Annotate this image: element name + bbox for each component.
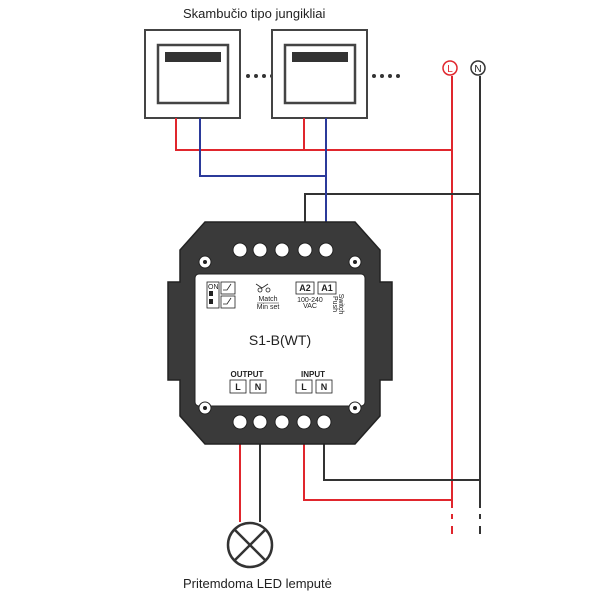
svg-text:VAC: VAC — [303, 303, 317, 310]
controller-device: ON Match Min set A2 A1 100-240 VAC Push … — [167, 221, 393, 445]
switch-wire — [199, 118, 327, 236]
svg-text:N: N — [321, 382, 328, 392]
live-wire — [175, 76, 453, 534]
svg-text:N: N — [255, 382, 262, 392]
svg-text:INPUT: INPUT — [301, 370, 325, 379]
svg-text:Min set: Min set — [257, 304, 280, 311]
svg-text:OUTPUT: OUTPUT — [231, 370, 264, 379]
lamp-icon — [226, 521, 274, 569]
switches-caption: Skambučio tipo jungikliai — [183, 6, 325, 21]
neutral-line-symbol: N — [470, 60, 486, 76]
svg-text:Switch: Switch — [337, 294, 344, 315]
a2-a1-labels: A2 A1 100-240 VAC Push Switch — [295, 281, 344, 315]
dip-switch: ON — [206, 281, 236, 309]
svg-text:L: L — [301, 382, 307, 392]
match-button: Match Min set — [255, 283, 280, 311]
svg-text:ON: ON — [208, 284, 219, 291]
svg-text:100-240: 100-240 — [297, 297, 323, 304]
svg-text:Push: Push — [331, 296, 338, 312]
svg-text:A1: A1 — [321, 283, 333, 293]
push-switch-1 — [144, 29, 241, 119]
svg-text:L: L — [447, 64, 453, 75]
lamp-caption: Pritemdoma LED lemputė — [183, 576, 332, 591]
svg-text:Match: Match — [258, 296, 277, 303]
bottom-terminals — [232, 414, 332, 430]
svg-text:L: L — [235, 382, 241, 392]
output-block: OUTPUT L N — [229, 370, 267, 394]
switch-dots-2 — [372, 74, 400, 78]
push-switch-2 — [271, 29, 368, 119]
top-terminals — [232, 242, 334, 258]
switch-dots-1 — [246, 74, 274, 78]
svg-text:A2: A2 — [299, 283, 311, 293]
svg-text:N: N — [474, 64, 481, 75]
live-line-symbol: L — [442, 60, 458, 76]
input-block: INPUT L N — [295, 370, 333, 394]
device-model: S1-B(WT) — [249, 332, 311, 348]
